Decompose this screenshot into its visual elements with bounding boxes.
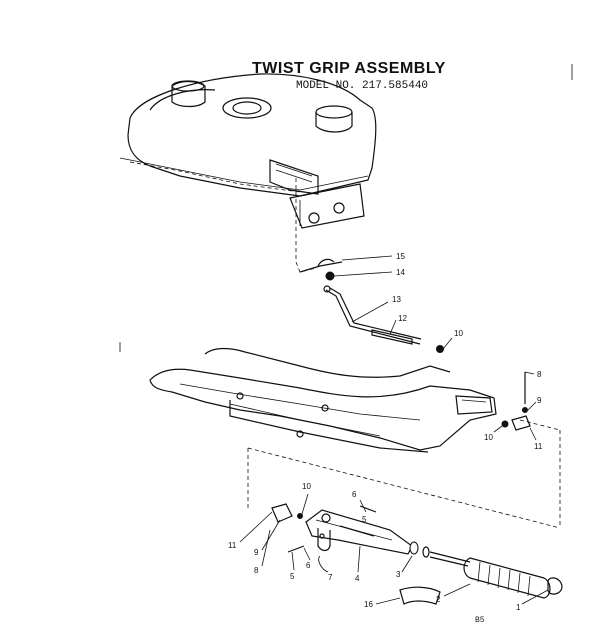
callout-6-lower: 6 [306,561,311,570]
callout-1: 1 [516,603,521,612]
grip-bracket-11 [271,503,303,523]
engine-housing [119,73,377,229]
callout-15: 15 [396,252,405,261]
throttle-rod [323,285,422,345]
callout-13: 13 [392,295,401,304]
rod-sleeve [371,329,413,345]
callout-16: 16 [364,600,373,609]
cable-route-line [295,178,317,273]
callout-5-lower: 5 [290,572,295,581]
leader-lines [239,255,549,605]
diagram-title: TWIST GRIP ASSEMBLY [252,60,446,77]
callout-6-upper: 6 [352,490,357,499]
rod-nut [436,345,444,353]
callout-7: 7 [328,573,333,582]
callout-10-bracket: 10 [484,433,493,442]
rubber-grip-2 [463,557,551,599]
pin-5 [287,545,305,553]
callout-12: 12 [398,314,407,323]
throttle-shaft [429,551,471,567]
end-cap-1 [547,577,563,595]
callout-8-lower: 8 [254,566,259,575]
callout-8-upper: 8 [537,370,542,379]
twist-grip-housing [305,509,413,555]
screw-6 [359,505,377,513]
callout-3: 3 [396,570,401,579]
callout-9-lower: 9 [254,548,259,557]
callout-5-upper: 5 [362,515,367,524]
callout-4: 4 [355,574,360,583]
callout-14: 14 [396,268,405,277]
exploded-view-box [247,419,561,529]
handle-frame [149,347,497,453]
callout-11-lower: 11 [228,541,237,550]
callout-10-rod: 10 [454,329,463,338]
callout-11-upper: 11 [534,442,543,451]
cable-nut [325,271,335,281]
right-grip-bracket [501,372,531,431]
callout-9-upper: 9 [537,396,542,405]
page-number: B5 [475,616,485,625]
callout-10-lower: 10 [302,482,311,491]
cable-guide-16 [399,586,441,605]
callout-2: 2 [436,595,441,604]
spacer-3 [409,541,419,555]
cable-clip [299,258,343,273]
